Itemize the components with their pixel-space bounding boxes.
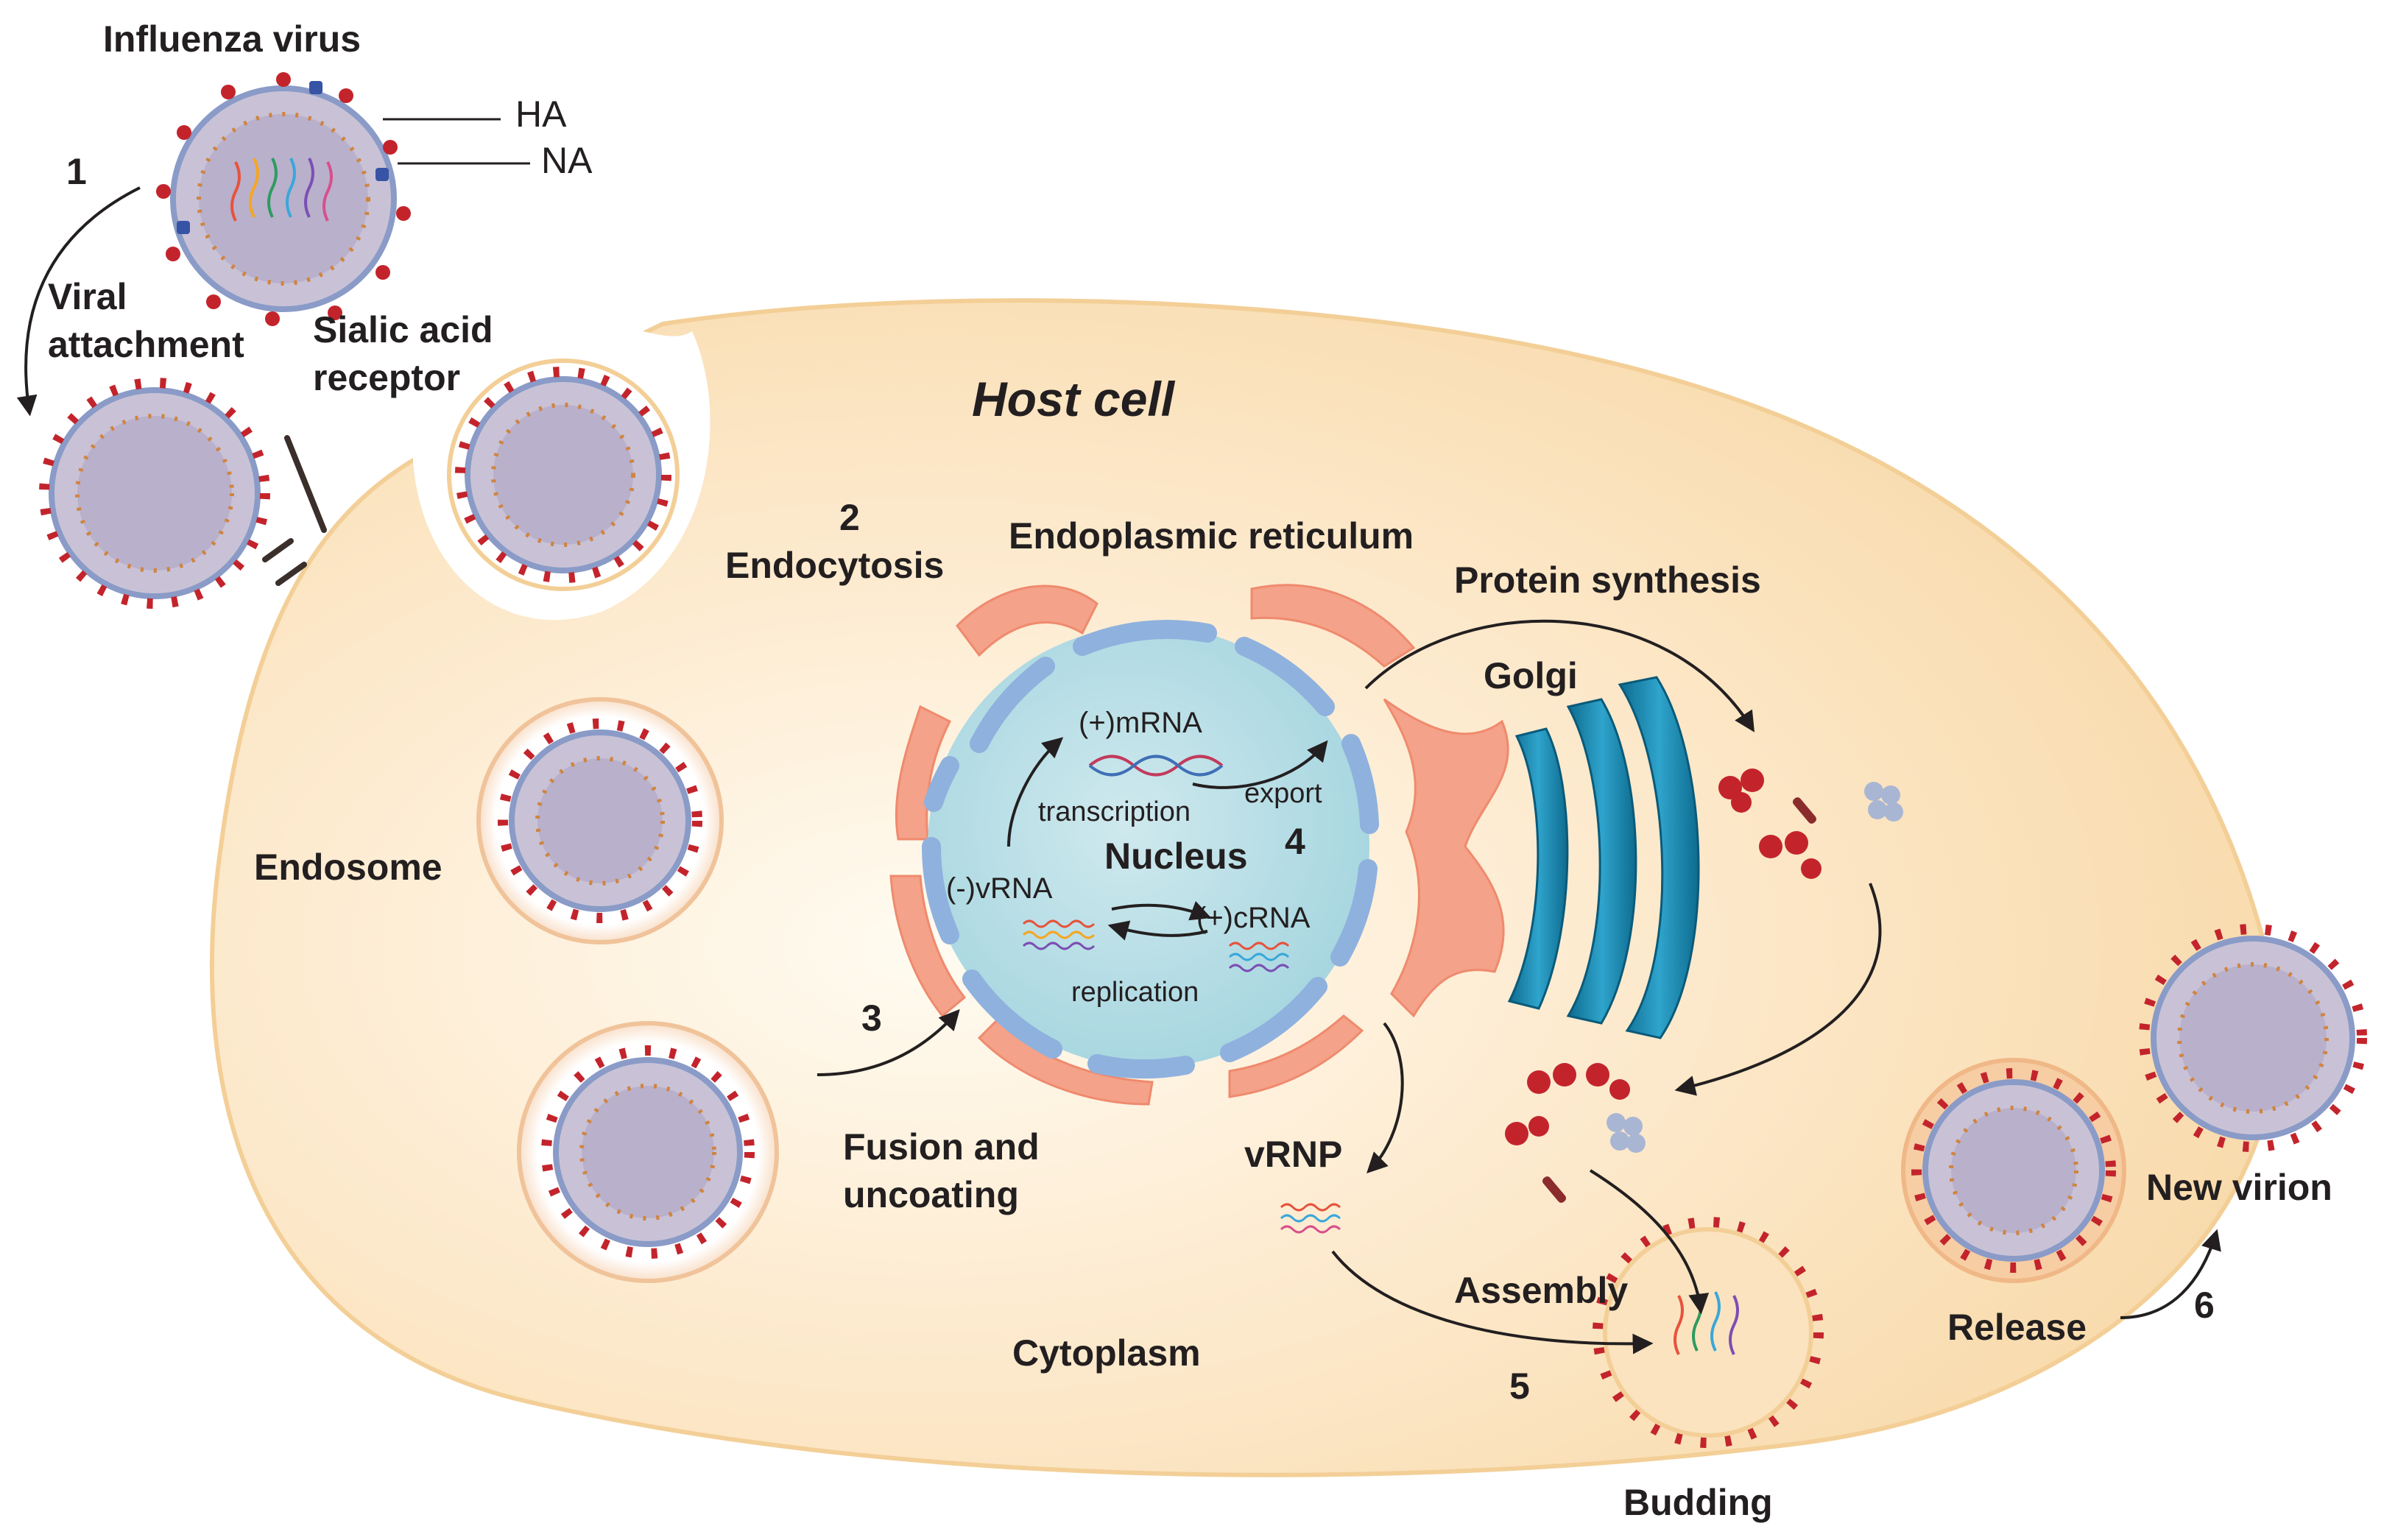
endocytosing-virion xyxy=(447,358,680,591)
synthesized-proteins-upper xyxy=(1718,769,1903,879)
viral-attachment-label-1: Viral xyxy=(48,276,127,317)
arrow-replication-back xyxy=(1107,920,1208,941)
mrna-label: (+)mRNA xyxy=(1079,707,1202,739)
attached-virion xyxy=(39,378,270,609)
na-stalk-icon xyxy=(1542,1176,1567,1203)
ha-spike-icon xyxy=(1505,1063,1630,1145)
endosome-vesicle xyxy=(476,697,724,944)
na-tetramer-icon xyxy=(1864,782,1903,822)
sialic-acid-label-1: Sialic acid xyxy=(313,309,493,350)
endocytosis-label: Endocytosis xyxy=(725,545,944,586)
host-cell-label: Host cell xyxy=(972,372,1176,426)
rna-strand-icon xyxy=(1228,942,1290,972)
nucleus-label: Nucleus xyxy=(1104,836,1248,877)
influenza-virus-label: Influenza virus xyxy=(103,18,361,60)
fusion-label-1: Fusion and xyxy=(843,1126,1040,1168)
vrnp-helix-icon xyxy=(230,158,333,222)
export-label: export xyxy=(1244,778,1322,809)
golgi-label: Golgi xyxy=(1484,655,1578,696)
step-3-label: 3 xyxy=(861,997,882,1039)
arrow-protein-synthesis xyxy=(1364,619,1755,732)
arrow-assembly-proteins xyxy=(1589,1169,1710,1315)
arrow-attachment xyxy=(16,186,141,417)
crna-label: (+)cRNA xyxy=(1196,902,1311,934)
flow-arrows xyxy=(16,186,2221,1354)
arrow-release xyxy=(2120,1229,2221,1319)
replication-label: replication xyxy=(1071,977,1199,1008)
synthesized-proteins-lower xyxy=(1505,1063,1646,1203)
arrow-vrnp-export xyxy=(1366,1022,1404,1173)
rna-strand-icon xyxy=(1022,919,1096,950)
na-stalk-icon xyxy=(1792,797,1817,824)
na-tetramer-icon xyxy=(177,81,389,234)
cytoplasm-label: Cytoplasm xyxy=(1012,1332,1201,1374)
arrow-transcription xyxy=(1007,737,1064,847)
new-virion xyxy=(2139,924,2367,1152)
sialic-acid-label-2: receptor xyxy=(313,357,460,398)
new-virion-label: New virion xyxy=(2146,1167,2332,1208)
arrow-replication-forward xyxy=(1111,901,1212,921)
endosome-label: Endosome xyxy=(254,847,442,888)
endoplasmic-reticulum-label: Endoplasmic reticulum xyxy=(1009,515,1414,557)
vrna-label: (-)vRNA xyxy=(946,872,1053,905)
arrow-assembly-vrnp xyxy=(1331,1250,1654,1354)
arrow-export xyxy=(1192,740,1328,789)
budding-label: Budding xyxy=(1623,1482,1773,1523)
vrnp-label: vRNP xyxy=(1244,1134,1342,1175)
nuclear-envelope xyxy=(921,619,1379,1079)
ha-spike-icon xyxy=(1718,769,1821,879)
transcription-label: transcription xyxy=(1038,797,1191,827)
er-golgi-junction xyxy=(1383,698,1509,1018)
protein-synthesis-label: Protein synthesis xyxy=(1454,559,1761,601)
released-virion xyxy=(1901,1058,2126,1283)
step-5-label: 5 xyxy=(1509,1366,1530,1407)
fusion-label-2: uncoating xyxy=(843,1174,1019,1215)
fusion-vesicle xyxy=(517,1021,779,1283)
step-4-label: 4 xyxy=(1285,821,1305,862)
ha-label: HA xyxy=(515,93,567,135)
assembly-label: Assembly xyxy=(1454,1270,1628,1311)
step-1-label: 1 xyxy=(66,151,87,192)
arrow-fusion xyxy=(817,1009,960,1076)
budding-virion xyxy=(1593,1217,1824,1448)
na-label: NA xyxy=(541,140,593,181)
step-6-label: 6 xyxy=(2194,1285,2215,1326)
step-2-label: 2 xyxy=(839,497,860,538)
arrow-to-golgi-exit xyxy=(1674,883,1882,1096)
ha-spike-icon xyxy=(156,72,411,326)
golgi-apparatus xyxy=(1507,676,1700,1039)
sialic-receptor-icon xyxy=(262,435,327,586)
nucleus xyxy=(921,619,1379,1079)
influenza-virion xyxy=(156,72,411,326)
viral-attachment-label-2: attachment xyxy=(48,324,244,365)
dna-helix-icon xyxy=(1088,755,1224,777)
vrnp-helix-icon xyxy=(1280,1203,1341,1234)
na-tetramer-icon xyxy=(1607,1113,1646,1153)
release-label: Release xyxy=(1947,1307,2087,1348)
